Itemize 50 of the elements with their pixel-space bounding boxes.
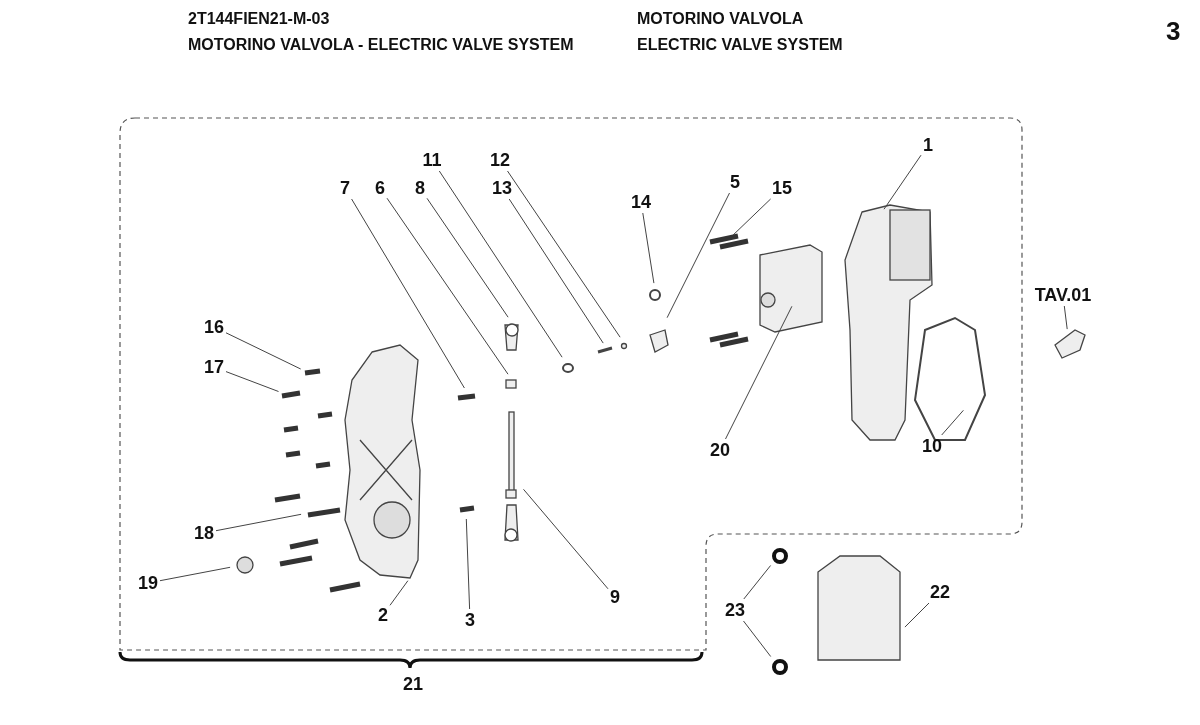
leader-line bbox=[883, 154, 922, 210]
heading: MOTORINO VALVOLA bbox=[637, 10, 804, 28]
callout-number: 16 bbox=[204, 317, 224, 337]
leader-line bbox=[904, 602, 930, 628]
leader-line bbox=[743, 565, 772, 600]
callout-number: 14 bbox=[631, 192, 651, 212]
leader-line bbox=[351, 198, 465, 389]
leader-line bbox=[159, 566, 231, 582]
callout-number: 18 bbox=[194, 523, 214, 543]
callout-number: 10 bbox=[922, 436, 942, 456]
leader-line bbox=[389, 580, 409, 606]
leader-line bbox=[438, 170, 563, 358]
leader-line bbox=[215, 513, 302, 532]
callout-number: 15 bbox=[772, 178, 792, 198]
callout-number: TAV.01 bbox=[1034, 285, 1092, 305]
leader-line bbox=[225, 332, 302, 370]
drawing-number: 2T144FIEN21-M-03 bbox=[188, 10, 330, 28]
leader-line bbox=[743, 620, 772, 657]
leader-line bbox=[732, 198, 772, 236]
callout-number: 23 bbox=[725, 600, 745, 620]
callout-number: 6 bbox=[375, 178, 385, 198]
heading: MOTORINO VALVOLA - ELECTRIC VALVE SYSTEM bbox=[188, 36, 574, 54]
leader-line bbox=[1063, 305, 1068, 330]
leader-line bbox=[666, 192, 730, 319]
callout-number: 12 bbox=[490, 150, 510, 170]
leader-line bbox=[426, 197, 509, 318]
callout-number: 7 bbox=[340, 178, 350, 198]
callout-number: 5 bbox=[730, 172, 740, 192]
leader-line bbox=[225, 371, 279, 392]
callout-number: 9 bbox=[610, 587, 620, 607]
callout-number: 13 bbox=[492, 178, 512, 198]
callout-number: 19 bbox=[138, 573, 158, 593]
callout-number: 22 bbox=[930, 582, 950, 602]
leader-line bbox=[523, 488, 609, 590]
leader-line bbox=[725, 305, 793, 440]
page-number: 3 bbox=[1166, 16, 1181, 47]
callout-number: 11 bbox=[422, 150, 442, 170]
callout-number: 17 bbox=[204, 357, 224, 377]
callout-number: 3 bbox=[465, 610, 475, 630]
heading: ELECTRIC VALVE SYSTEM bbox=[637, 36, 843, 54]
callout-number: 1 bbox=[923, 135, 933, 155]
leader-line bbox=[507, 170, 621, 338]
callout-number: 21 bbox=[403, 674, 424, 695]
callout-number: 8 bbox=[415, 178, 425, 198]
leader-line bbox=[465, 518, 471, 610]
leader-line bbox=[642, 212, 655, 284]
callout-number: 2 bbox=[378, 605, 388, 625]
leader-line bbox=[386, 197, 509, 375]
leader-line bbox=[508, 198, 604, 344]
callout-number: 20 bbox=[710, 440, 730, 460]
